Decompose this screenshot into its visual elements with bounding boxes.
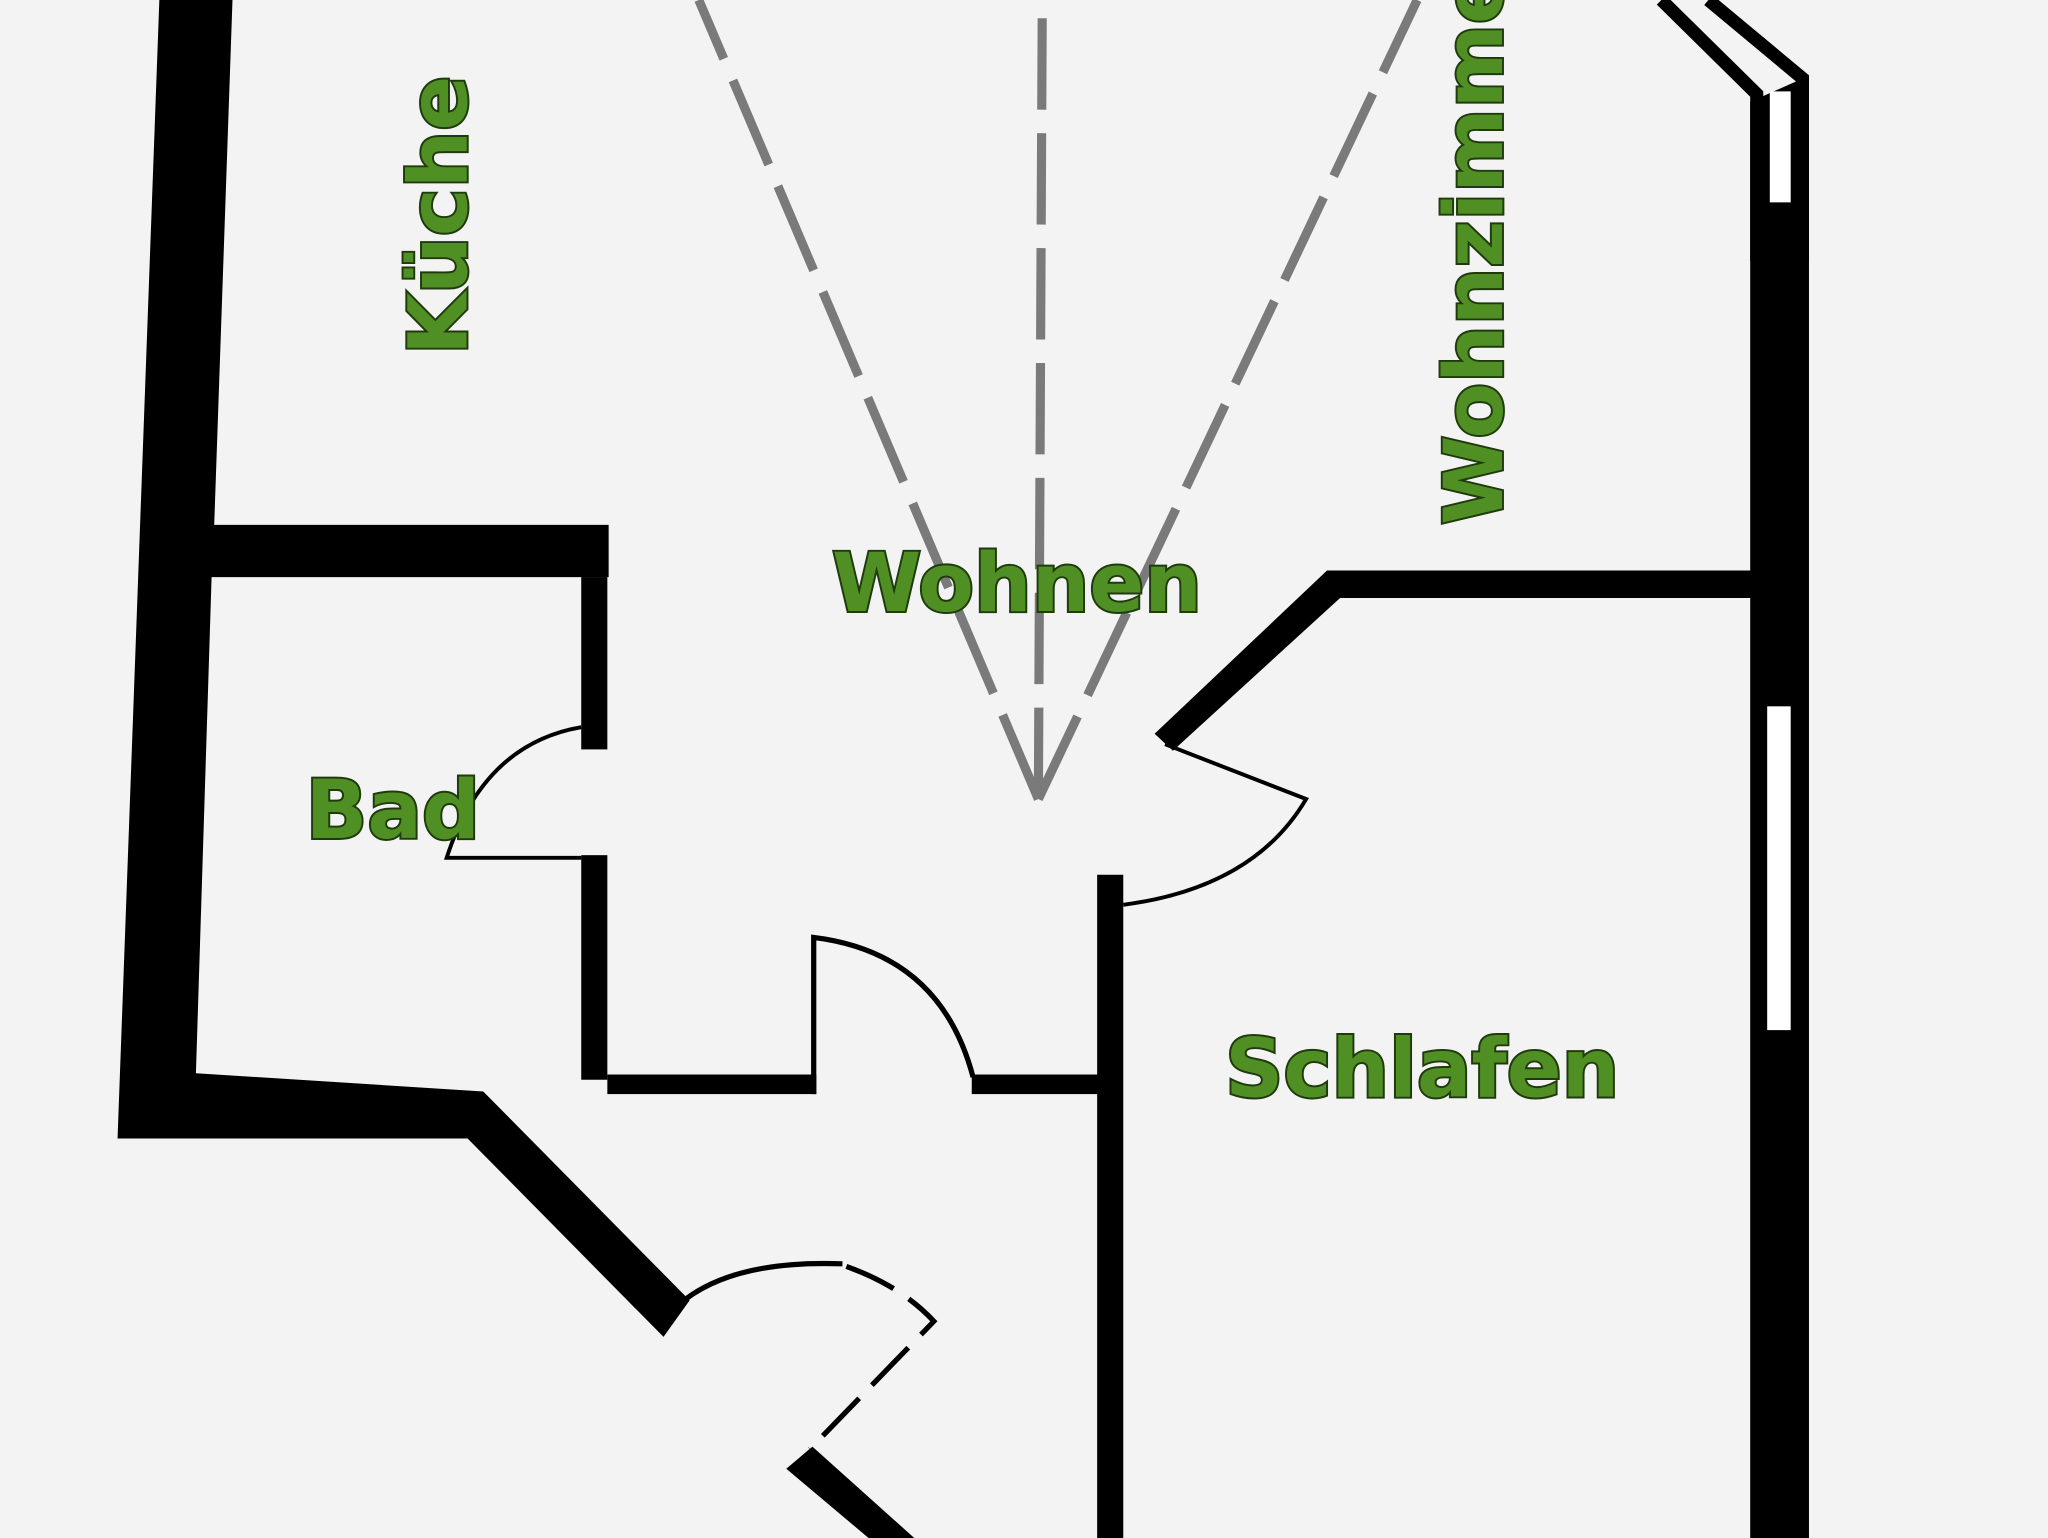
window-bedroom <box>1764 703 1794 1033</box>
room-label-living: Wohnen <box>832 537 1202 631</box>
outer-wall-left <box>117 0 690 1337</box>
room-label-living-room: Wohnzimme <box>1428 0 1522 525</box>
entrance-door-leaf <box>807 1263 938 1452</box>
room-label-bedroom: Schlafen <box>1225 1023 1619 1117</box>
hallway-door <box>811 934 976 1095</box>
outer-wall-corner-inner <box>1656 0 1764 262</box>
entrance-door-arc <box>684 1260 843 1302</box>
bath-wall-lower <box>581 855 608 1080</box>
outer-wall-corner-outer <box>1704 0 1809 262</box>
room-label-bath: Bad <box>306 764 480 858</box>
bedroom-wall-top <box>1154 570 1757 751</box>
sightline-left <box>694 0 1043 801</box>
hallway-wall-right <box>971 1074 1100 1095</box>
sightlines <box>694 0 1422 801</box>
bedroom-door <box>1123 742 1309 907</box>
sightline-center <box>1033 0 1047 800</box>
hallway-wall-left <box>607 1074 817 1095</box>
bath-wall-upper <box>581 577 608 750</box>
window-living <box>1769 91 1791 203</box>
room-label-kitchen: Küche <box>392 76 486 355</box>
sightline-right <box>1034 0 1422 801</box>
bath-door <box>444 725 582 860</box>
bedroom-wall-left <box>1097 874 1124 1538</box>
outer-wall-entrance <box>786 1446 915 1538</box>
